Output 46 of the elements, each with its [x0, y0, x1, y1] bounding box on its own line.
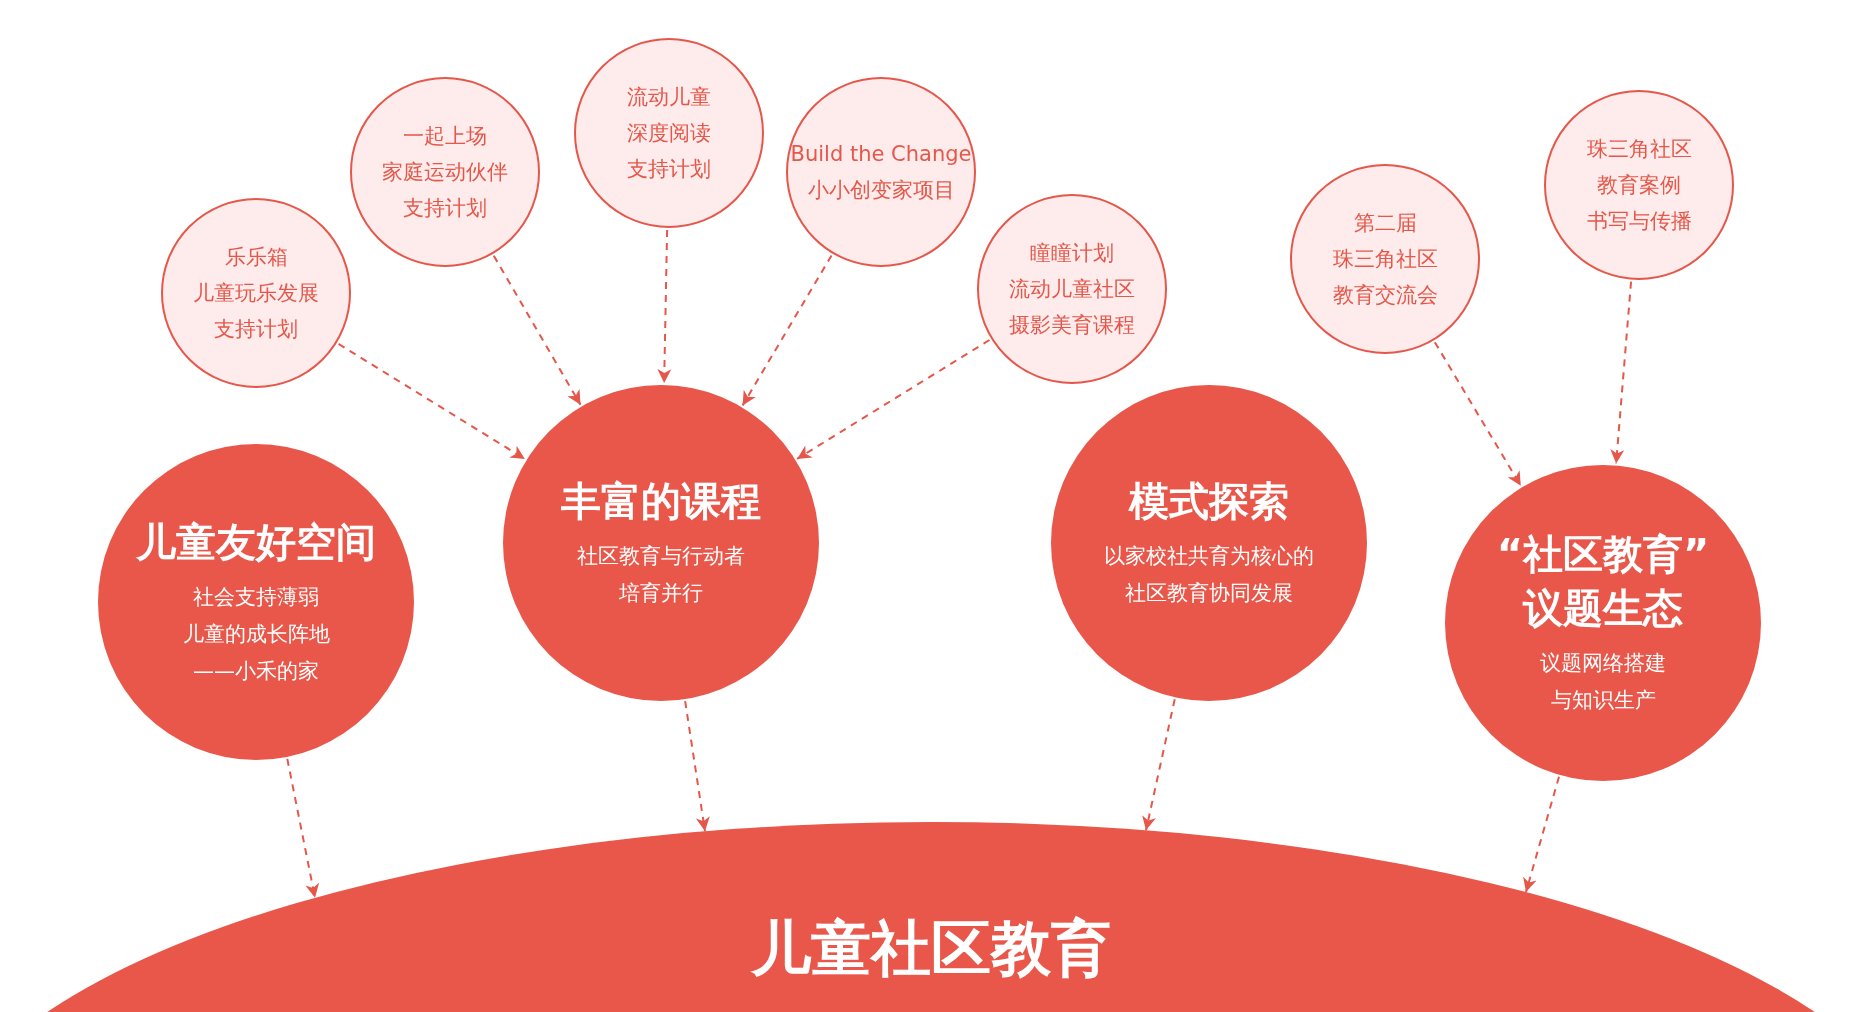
dashed-arrow — [286, 757, 320, 899]
circle-subtitle: 培育并行 — [619, 580, 703, 607]
circle-text: 支持计划 — [214, 316, 298, 343]
circle-text: 书写与传播 — [1586, 208, 1692, 235]
circle-subtitle: ——小禾的家 — [193, 657, 319, 685]
circle-subtitle: 社区教育与行动者 — [577, 543, 745, 570]
circle-text: 深度阅读 — [627, 120, 711, 147]
dome-title: 儿童社区教育 — [749, 912, 1112, 985]
circle-title: 丰富的课程 — [561, 477, 761, 526]
dashed-arrow — [492, 254, 582, 406]
circle-text: 教育案例 — [1597, 172, 1681, 199]
circle-text: 支持计划 — [627, 156, 711, 183]
circle-subtitle: 与知识生产 — [1550, 687, 1656, 714]
circle-text: 摄影美育课程 — [1009, 312, 1135, 339]
circle-text: 流动儿童 — [627, 84, 711, 111]
dashed-arrow — [1142, 698, 1176, 832]
circle-text: 支持计划 — [403, 195, 487, 222]
circle-text: 珠三角社区 — [1586, 136, 1692, 163]
circle-subtitle: 议题网络搭建 — [1540, 650, 1666, 677]
circle-text: 一起上场 — [403, 123, 487, 150]
dashed-arrow — [741, 254, 833, 407]
circle-text: 流动儿童社区 — [1009, 276, 1135, 303]
circle-text: 教育交流会 — [1332, 282, 1438, 309]
dashed-arrow — [1610, 280, 1633, 465]
circle-title: 议题生态 — [1523, 584, 1683, 633]
circle-subtitle: 社会支持薄弱 — [193, 583, 319, 611]
circle-subtitle: 以家校社共育为核心的 — [1104, 543, 1314, 570]
circle-title: 模式探索 — [1129, 477, 1289, 526]
circle-title: “社区教育” — [1496, 530, 1710, 579]
circle-text: 珠三角社区 — [1332, 246, 1438, 273]
circle-text: 第二届 — [1353, 210, 1417, 237]
circle-subtitle: 社区教育协同发展 — [1125, 580, 1293, 607]
circle-text: 家庭运动伙伴 — [382, 159, 508, 186]
dashed-arrow — [1433, 341, 1522, 487]
dashed-arrow — [796, 339, 991, 460]
dashed-arrow — [337, 342, 526, 460]
circle-text: Build the Change — [790, 141, 972, 168]
circle-subtitle: 儿童的成长阵地 — [182, 620, 330, 648]
circle-text: 小小创变家项目 — [807, 177, 955, 204]
dashed-arrow — [1523, 775, 1560, 894]
dashed-arrow — [684, 700, 710, 833]
circle-text: 儿童玩乐发展 — [193, 280, 319, 307]
dashed-arrow — [657, 229, 672, 385]
circle-title: 儿童友好空间 — [136, 517, 376, 567]
circle-text: 瞳瞳计划 — [1030, 240, 1114, 267]
circle-text: 乐乐箱 — [224, 244, 288, 271]
